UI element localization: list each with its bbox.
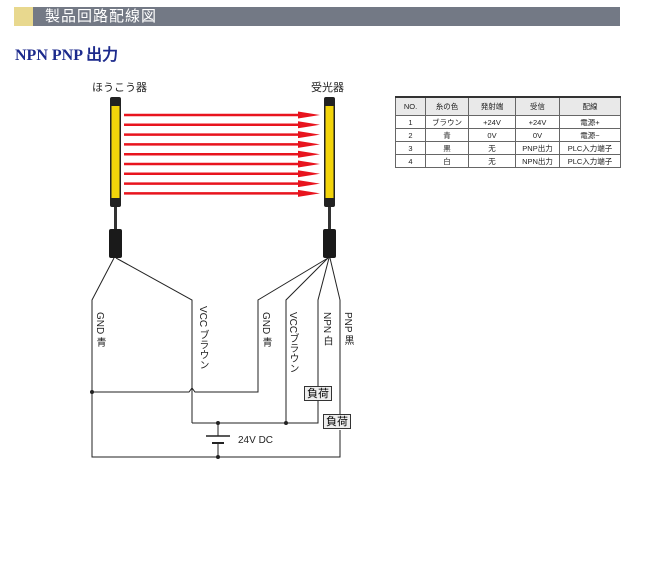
receiver-sensor <box>323 97 336 258</box>
wire-label-vcc-receiver: VCCブラウン <box>287 312 298 374</box>
table-cell: 无 <box>468 154 516 168</box>
table-cell: 无 <box>468 141 516 155</box>
col-header: 糸の色 <box>425 96 469 116</box>
col-header: 発射端 <box>468 96 516 116</box>
table-cell: 電源− <box>559 128 621 142</box>
load-box-pnp: 負荷 <box>323 414 351 429</box>
table-cell: PLC入力端子 <box>559 154 621 168</box>
load-box-npn: 負荷 <box>304 386 332 401</box>
wires <box>91 257 341 458</box>
table-cell: 2 <box>395 128 426 142</box>
emitter-label: ほうこう器 <box>92 82 147 94</box>
emitter-sensor <box>109 97 122 258</box>
arrow-head-icon <box>298 111 320 119</box>
table-cell: 0V <box>515 128 560 142</box>
wire-label-vcc-emitter: VCC ブラウン <box>197 306 208 370</box>
arrow-head-icon <box>298 140 320 148</box>
table-cell: 0V <box>468 128 516 142</box>
arrow-head-icon <box>298 131 320 139</box>
junction-dots <box>90 390 288 459</box>
col-header: 配線 <box>559 96 621 116</box>
arrow-head-icon <box>298 160 320 168</box>
table-cell: PLC入力端子 <box>559 141 621 155</box>
table-cell: 4 <box>395 154 426 168</box>
table-cell: 黒 <box>425 141 469 155</box>
arrow-head-icon <box>298 170 320 178</box>
section-header: 製品回路配線図 <box>14 7 620 26</box>
col-header: NO. <box>395 96 426 116</box>
table-cell: +24V <box>515 115 560 129</box>
arrow-head-icon <box>298 150 320 158</box>
power-label: 24V DC <box>238 435 274 446</box>
wire-label-pnp: PNP 黒 <box>342 312 353 346</box>
subtitle: NPN PNP 出力 <box>15 47 119 64</box>
receiver-label: 受光器 <box>311 82 344 94</box>
table-cell: PNP出力 <box>515 141 560 155</box>
light-beams <box>124 111 320 197</box>
table-cell: 電源+ <box>559 115 621 129</box>
wire-label-gnd-emitter: GND 青 <box>94 312 105 347</box>
table-cell: 青 <box>425 128 469 142</box>
wire-label-gnd-receiver: GND 青 <box>260 312 271 347</box>
table-cell: +24V <box>468 115 516 129</box>
wire-label-npn: NPN 白 <box>321 312 332 346</box>
table-cell: 3 <box>395 141 426 155</box>
table-cell: ブラウン <box>425 115 469 129</box>
col-header: 受信 <box>515 96 560 116</box>
arrow-head-icon <box>298 189 320 197</box>
header-accent <box>14 7 33 26</box>
table-cell: NPN出力 <box>515 154 560 168</box>
table-cell: 1 <box>395 115 426 129</box>
section-title: 製品回路配線図 <box>45 7 158 25</box>
table-cell: 白 <box>425 154 469 168</box>
arrow-head-icon <box>298 180 320 188</box>
arrow-head-icon <box>298 121 320 129</box>
